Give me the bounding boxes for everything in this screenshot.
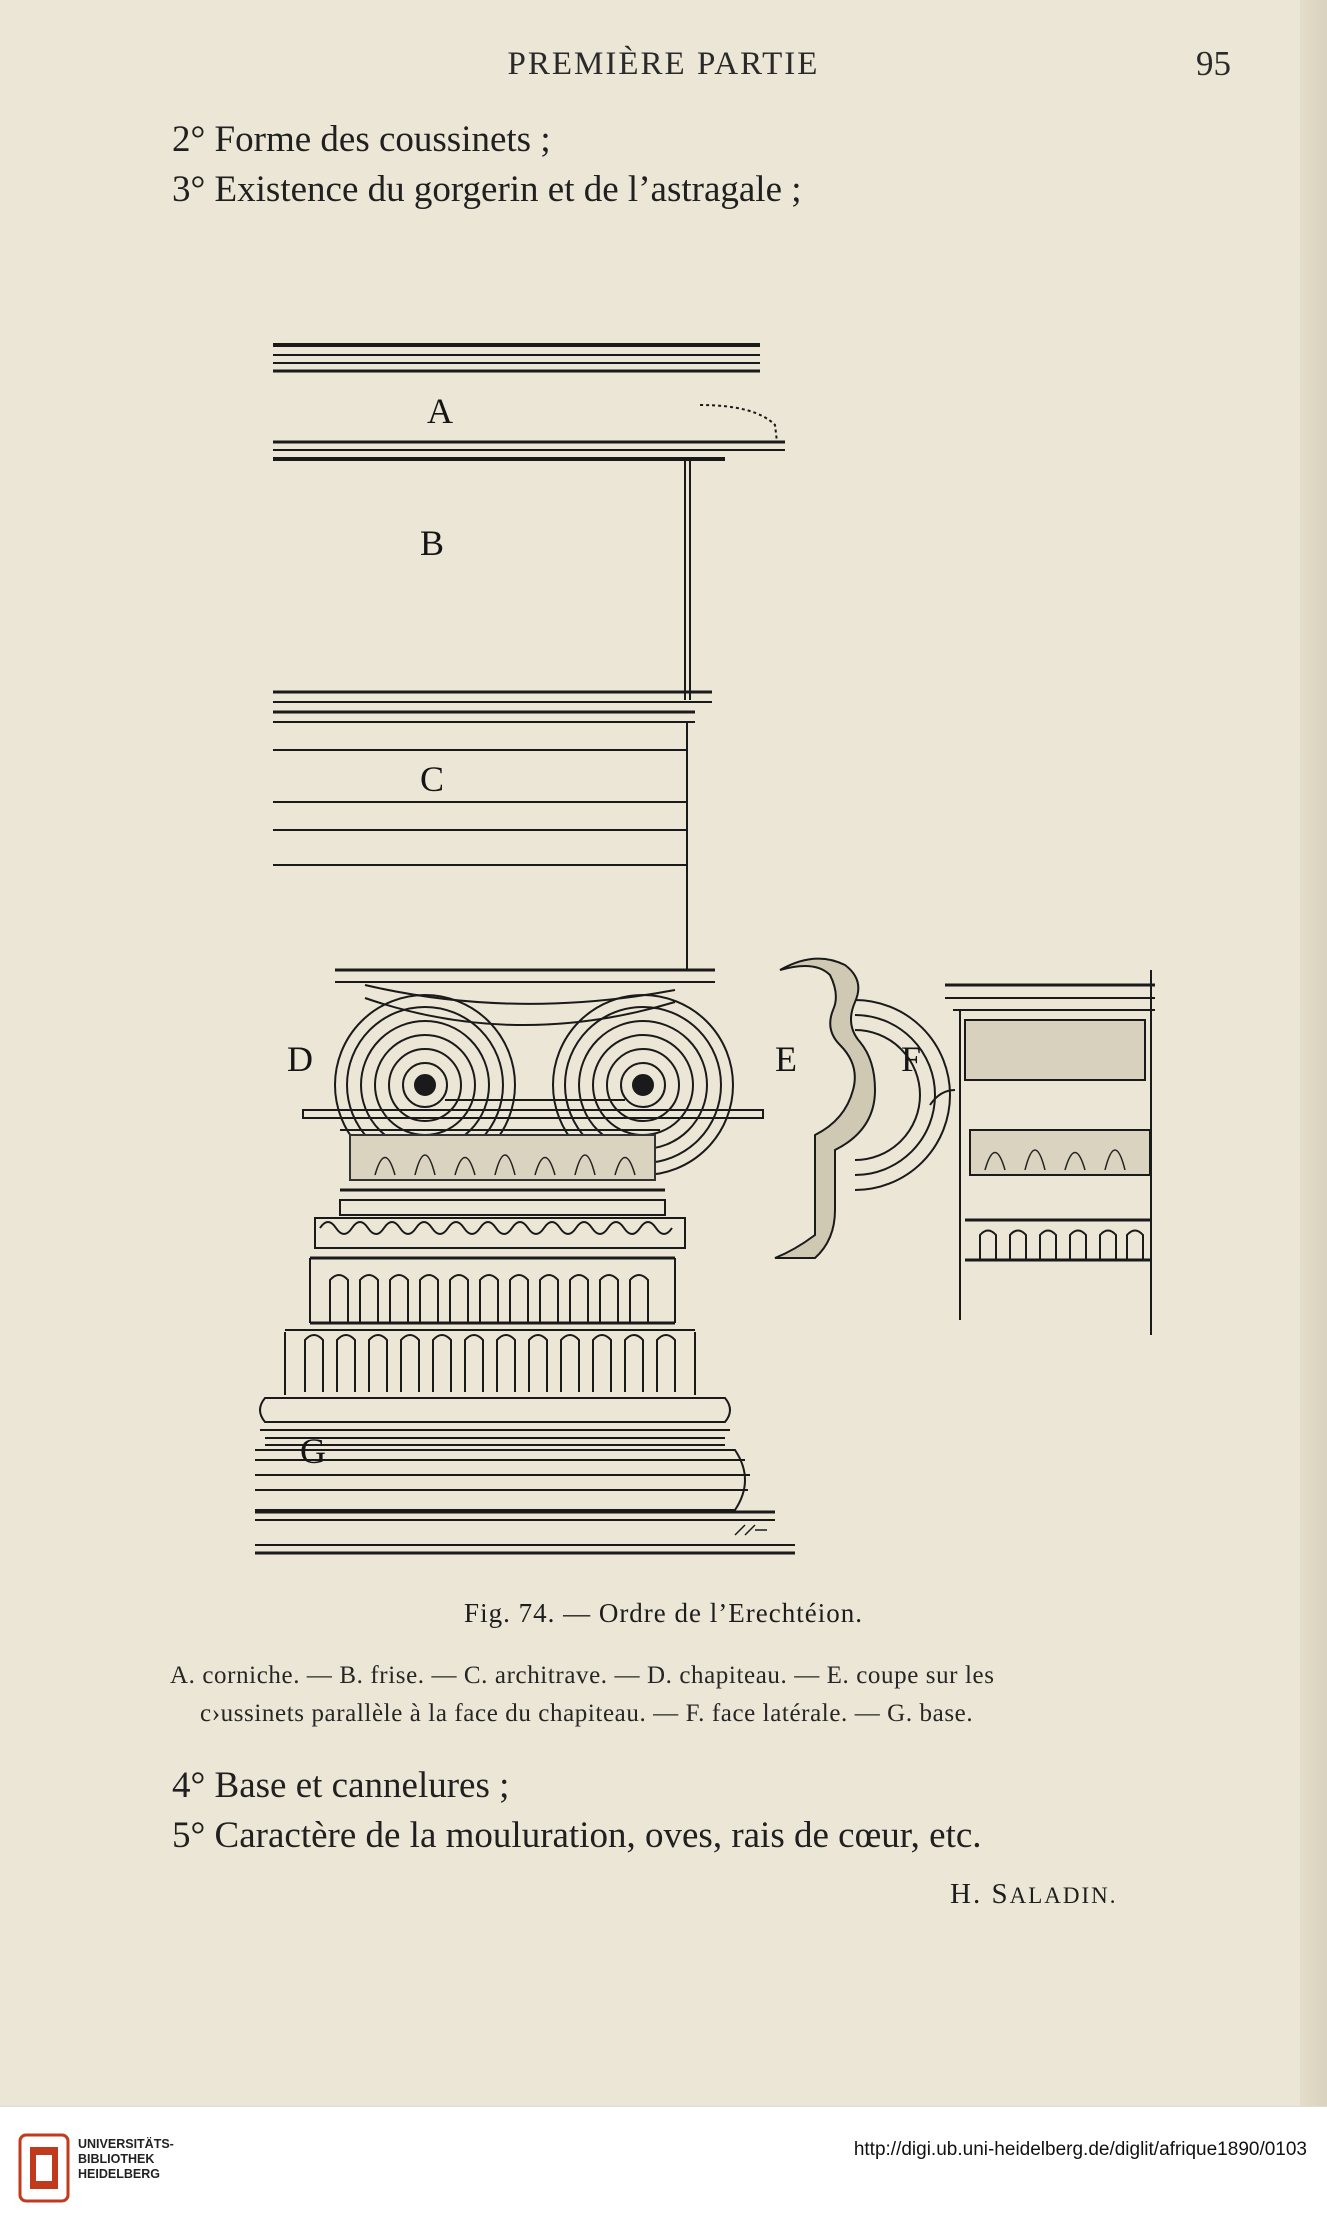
legend-line-2: c›ussinets parallèle à la face du chapit… [200, 1700, 974, 1727]
author-signature: H. SALADIN. [950, 1878, 1117, 1911]
label-g: G [300, 1431, 326, 1471]
label-f: F [901, 1039, 922, 1079]
university-seal-icon [18, 2133, 70, 2208]
list-item-5: 5° Caractère de la mouluration, oves, ra… [172, 1815, 982, 1856]
figure-caption: Fig. 74. — Ordre de l’Erechtéion. [464, 1598, 863, 1628]
list-item-4: 4° Base et cannelures ; [172, 1765, 510, 1806]
running-head: PREMIÈRE PARTIE [507, 46, 820, 82]
signature-initial: H. S [950, 1878, 1010, 1910]
label-e: E [775, 1039, 797, 1079]
label-b: B [420, 523, 445, 563]
legend-line-1: A. corniche. — B. frise. — C. architrave… [170, 1662, 995, 1689]
scan-edge [1300, 0, 1327, 2106]
label-c: C [420, 759, 445, 799]
list-item-3: 3° Existence du gorgerin et de l’astraga… [172, 169, 802, 210]
page-number: 95 [1196, 44, 1231, 83]
figure-74-drawing [255, 343, 1155, 1555]
viewer-footer: UNIVERSITÄTS- BIBLIOTHEK HEIDELBERG http… [0, 2106, 1327, 2227]
source-url-link[interactable]: http://digi.ub.uni-heidelberg.de/diglit/… [853, 2139, 1307, 2160]
signature-rest: ALADIN. [1009, 1883, 1118, 1908]
label-d: D [287, 1039, 313, 1079]
book-page: PREMIÈRE PARTIE 95 2° Forme des coussine… [0, 0, 1327, 2106]
figure-74: A B C D E F G [255, 330, 1175, 1590]
list-item-2: 2° Forme des coussinets ; [172, 119, 551, 160]
label-a: A [427, 391, 453, 431]
library-name: UNIVERSITÄTS- BIBLIOTHEK HEIDELBERG [78, 2137, 174, 2181]
